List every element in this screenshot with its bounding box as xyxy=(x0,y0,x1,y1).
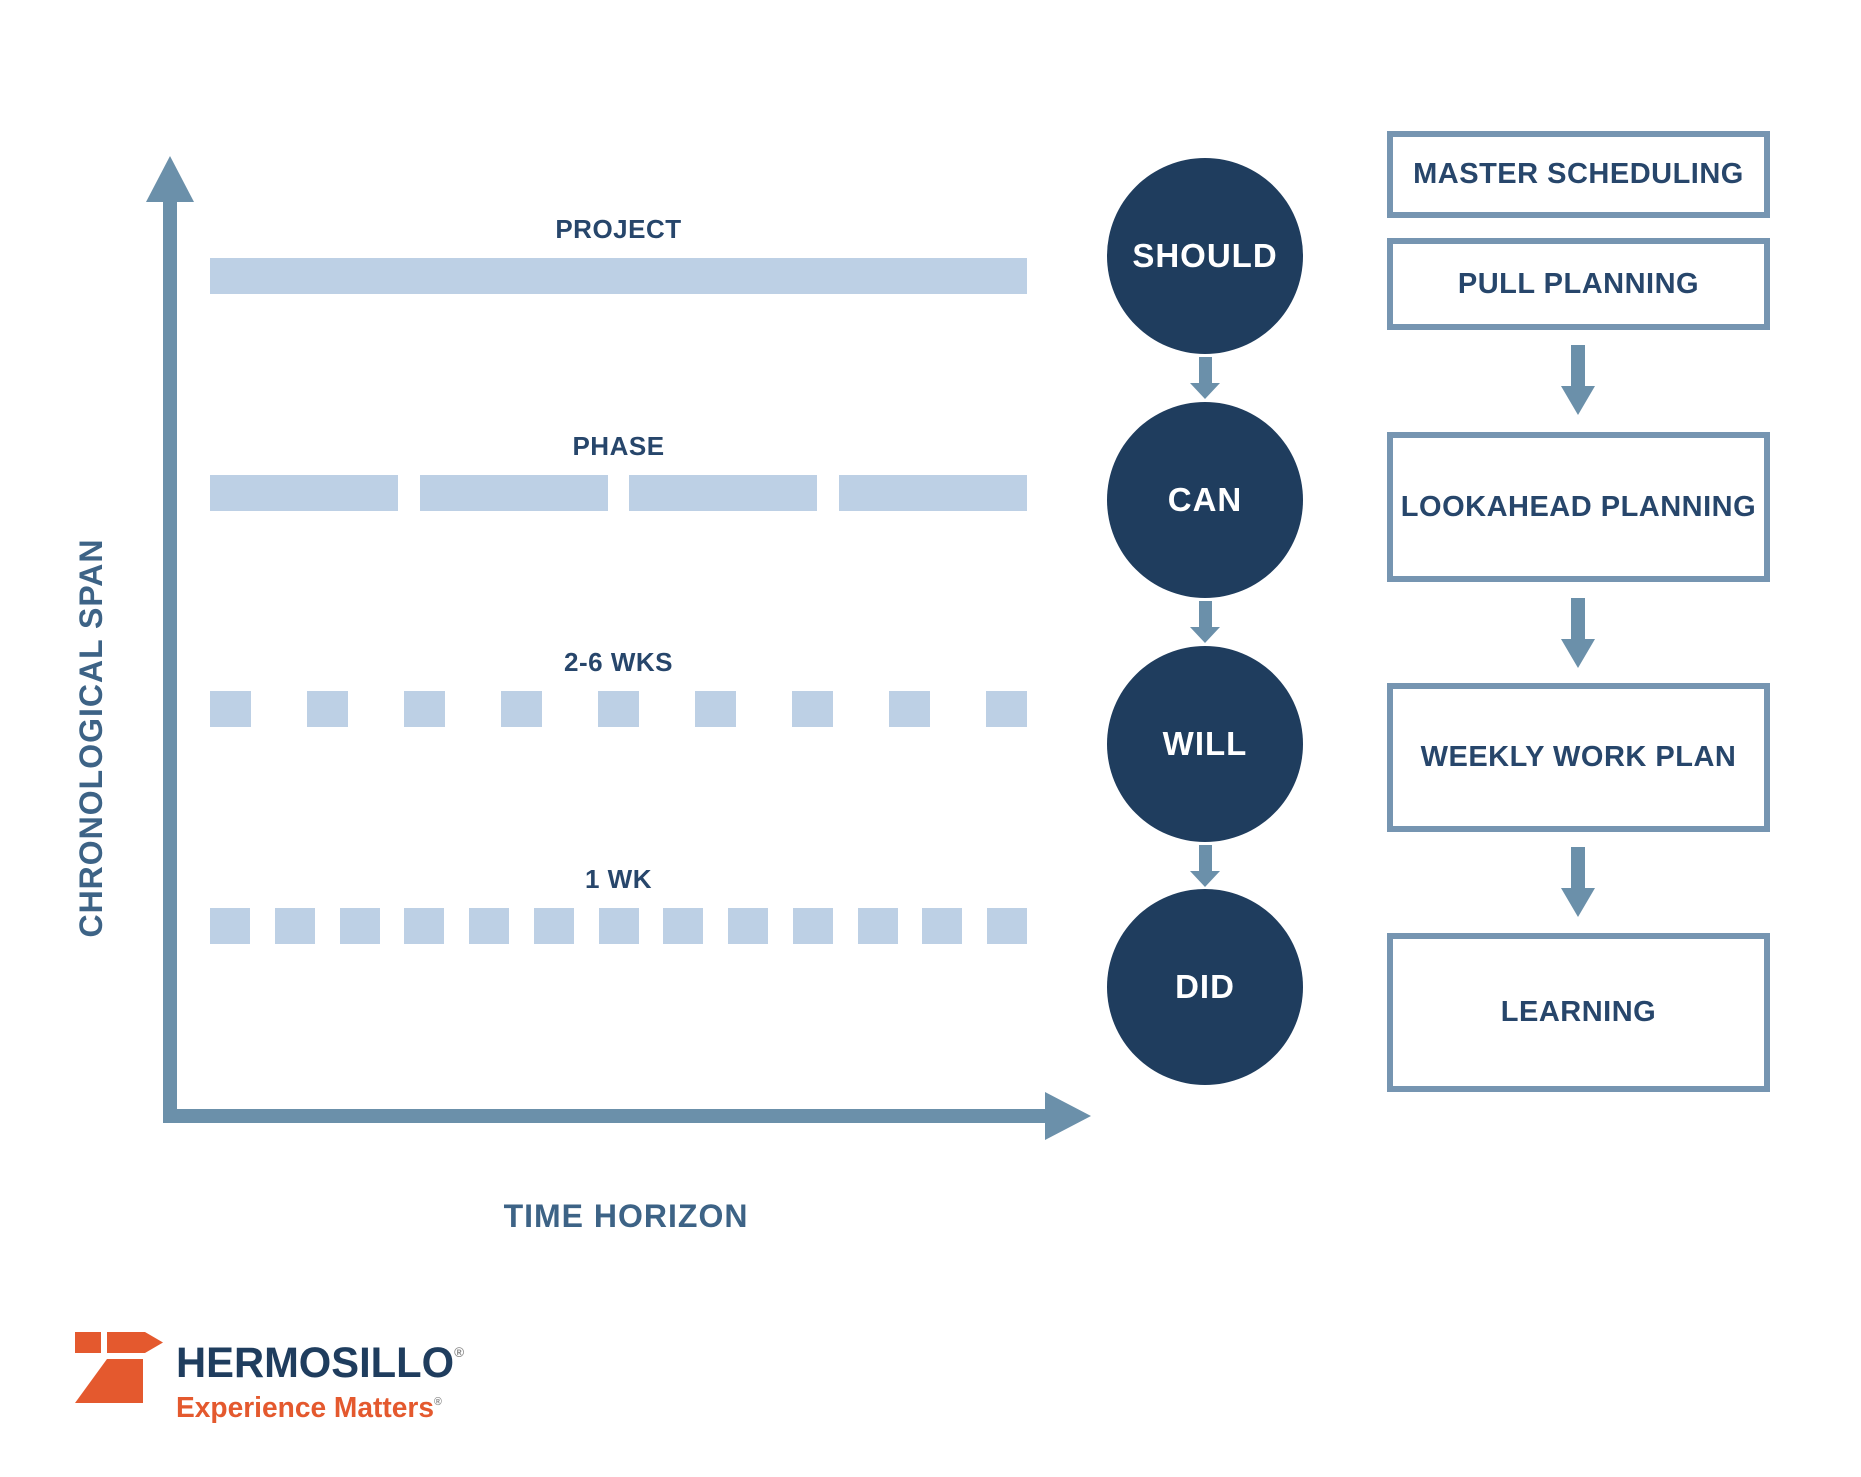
timeline-bar-segment xyxy=(598,691,639,727)
row-label-1-wk: 1 WK xyxy=(585,864,652,894)
logo-wordmark: HERMOSILLO® xyxy=(176,1339,465,1387)
timeline-bar-segment xyxy=(987,908,1027,944)
y-axis-arrowhead-icon xyxy=(146,156,194,202)
timeline-bar-segment xyxy=(695,691,736,727)
box-lookahead-planning: LOOKAHEAD PLANNING xyxy=(1387,432,1770,582)
timeline-bar-phase xyxy=(210,475,1027,511)
timeline-bar-segment xyxy=(210,908,250,944)
timeline-bar-segment xyxy=(210,691,251,727)
timeline-bar-segment xyxy=(922,908,963,944)
x-axis-line xyxy=(163,1109,1047,1123)
hermosillo-h-mark-icon xyxy=(75,1332,163,1403)
timeline-bar-segment xyxy=(629,475,818,511)
timeline-bar-project xyxy=(210,258,1027,294)
y-axis-line xyxy=(163,198,177,1123)
timeline-bar-segment xyxy=(339,908,380,944)
timeline-bar-1-wk xyxy=(210,908,1027,944)
timeline-bar-segment xyxy=(469,908,509,944)
timeline-bar-segment xyxy=(501,691,542,727)
timeline-bar-segment xyxy=(419,475,608,511)
row-label-2-6-wks: 2-6 WKS xyxy=(564,647,673,677)
timeline-bar-segment xyxy=(210,475,398,511)
timeline-bar-segment xyxy=(857,908,898,944)
arrow-down-icon xyxy=(1561,345,1595,415)
circle-did: DID xyxy=(1107,889,1303,1085)
box-pull-planning: PULL PLANNING xyxy=(1387,238,1770,330)
timeline-bar-segment xyxy=(404,908,445,944)
timeline-bar-2-6-wks xyxy=(210,691,1027,727)
arrow-down-icon xyxy=(1561,847,1595,917)
circle-will: WILL xyxy=(1107,646,1303,842)
timeline-bar-segment xyxy=(663,908,704,944)
timeline-bar-segment xyxy=(792,691,833,727)
timeline-bar-segment xyxy=(728,908,768,944)
timeline-bar-segment xyxy=(838,475,1027,511)
timeline-bar-segment xyxy=(889,691,930,727)
circle-can: CAN xyxy=(1107,402,1303,598)
box-master-scheduling: MASTER SCHEDULING xyxy=(1387,131,1770,218)
circle-should: SHOULD xyxy=(1107,158,1303,354)
arrow-down-icon xyxy=(1190,357,1220,399)
logo-text: HERMOSILLO® Experience Matters® xyxy=(176,1332,473,1424)
x-axis-label: TIME HORIZON xyxy=(503,1198,749,1234)
registered-mark-icon: ® xyxy=(454,1344,465,1360)
box-weekly-work-plan: WEEKLY WORK PLAN xyxy=(1387,683,1770,832)
timeline-bar-segment xyxy=(792,908,833,944)
timeline-bar-segment xyxy=(210,258,1027,294)
row-label-phase: PHASE xyxy=(572,431,665,461)
box-learning: LEARNING xyxy=(1387,933,1770,1092)
arrow-down-icon xyxy=(1190,601,1220,643)
hermosillo-logo: HERMOSILLO® Experience Matters® xyxy=(75,1332,473,1424)
timeline-bar-segment xyxy=(533,908,574,944)
timeline-bar-segment xyxy=(598,908,639,944)
row-label-project: PROJECT xyxy=(555,214,682,244)
y-axis-label: CHRONOLOGICAL SPAN xyxy=(72,538,109,938)
x-axis-arrowhead-icon xyxy=(1045,1092,1091,1140)
timeline-bar-segment xyxy=(274,908,315,944)
timeline-bar-segment xyxy=(404,691,445,727)
logo-tagline: Experience Matters® xyxy=(176,1392,442,1424)
timeline-bar-segment xyxy=(986,691,1027,727)
timeline-bar-segment xyxy=(307,691,348,727)
arrow-down-icon xyxy=(1190,845,1220,887)
arrow-down-icon xyxy=(1561,598,1595,668)
registered-mark-icon: ® xyxy=(433,1396,442,1408)
